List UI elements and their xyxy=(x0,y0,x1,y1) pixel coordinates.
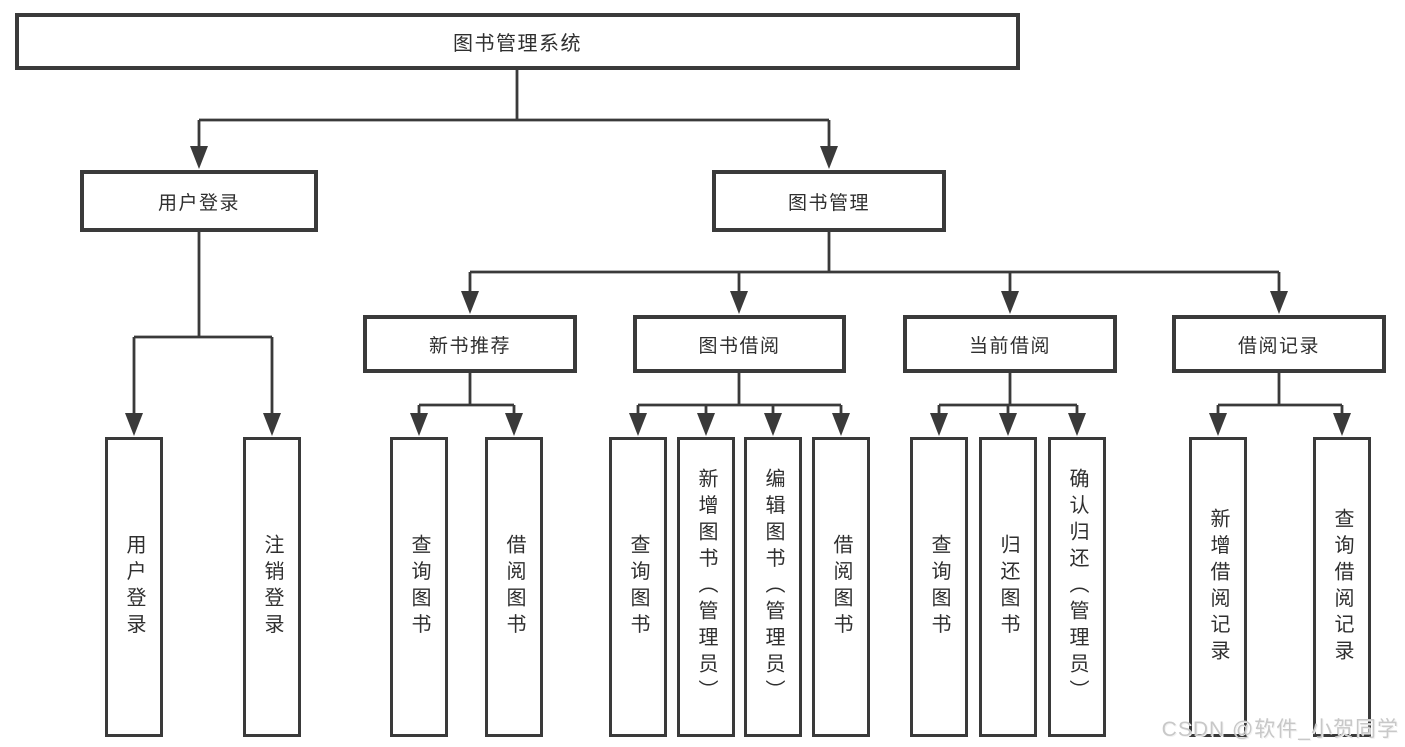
node-leaf-edit-book-admin: 编辑图书（管理员） xyxy=(744,437,802,737)
node-leaf-borrow-books-1: 借阅图书 xyxy=(485,437,543,737)
csdn-watermark: CSDN @软件_小贺同学 xyxy=(1161,718,1399,741)
node-user-login: 用户登录 xyxy=(80,170,318,232)
node-leaf-borrow-books-2: 借阅图书 xyxy=(812,437,870,737)
node-leaf-user-login: 用户登录 xyxy=(105,437,163,737)
node-leaf-query-books-1: 查询图书 xyxy=(390,437,448,737)
node-new-book-recommend: 新书推荐 xyxy=(363,315,577,373)
node-leaf-query-books-3: 查询图书 xyxy=(910,437,968,737)
node-leaf-query-books-2: 查询图书 xyxy=(609,437,667,737)
node-leaf-confirm-return-admin: 确认归还（管理员） xyxy=(1048,437,1106,737)
node-book-management: 图书管理 xyxy=(712,170,946,232)
node-root: 图书管理系统 xyxy=(15,13,1020,70)
node-leaf-add-book-admin: 新增图书（管理员） xyxy=(677,437,735,737)
node-borrowing-records: 借阅记录 xyxy=(1172,315,1386,373)
node-book-borrowing: 图书借阅 xyxy=(633,315,846,373)
node-leaf-return-book: 归还图书 xyxy=(979,437,1037,737)
node-leaf-logout: 注销登录 xyxy=(243,437,301,737)
node-leaf-add-borrow-record: 新增借阅记录 xyxy=(1189,437,1247,737)
node-current-borrowing: 当前借阅 xyxy=(903,315,1117,373)
node-leaf-query-borrow-record: 查询借阅记录 xyxy=(1313,437,1371,737)
